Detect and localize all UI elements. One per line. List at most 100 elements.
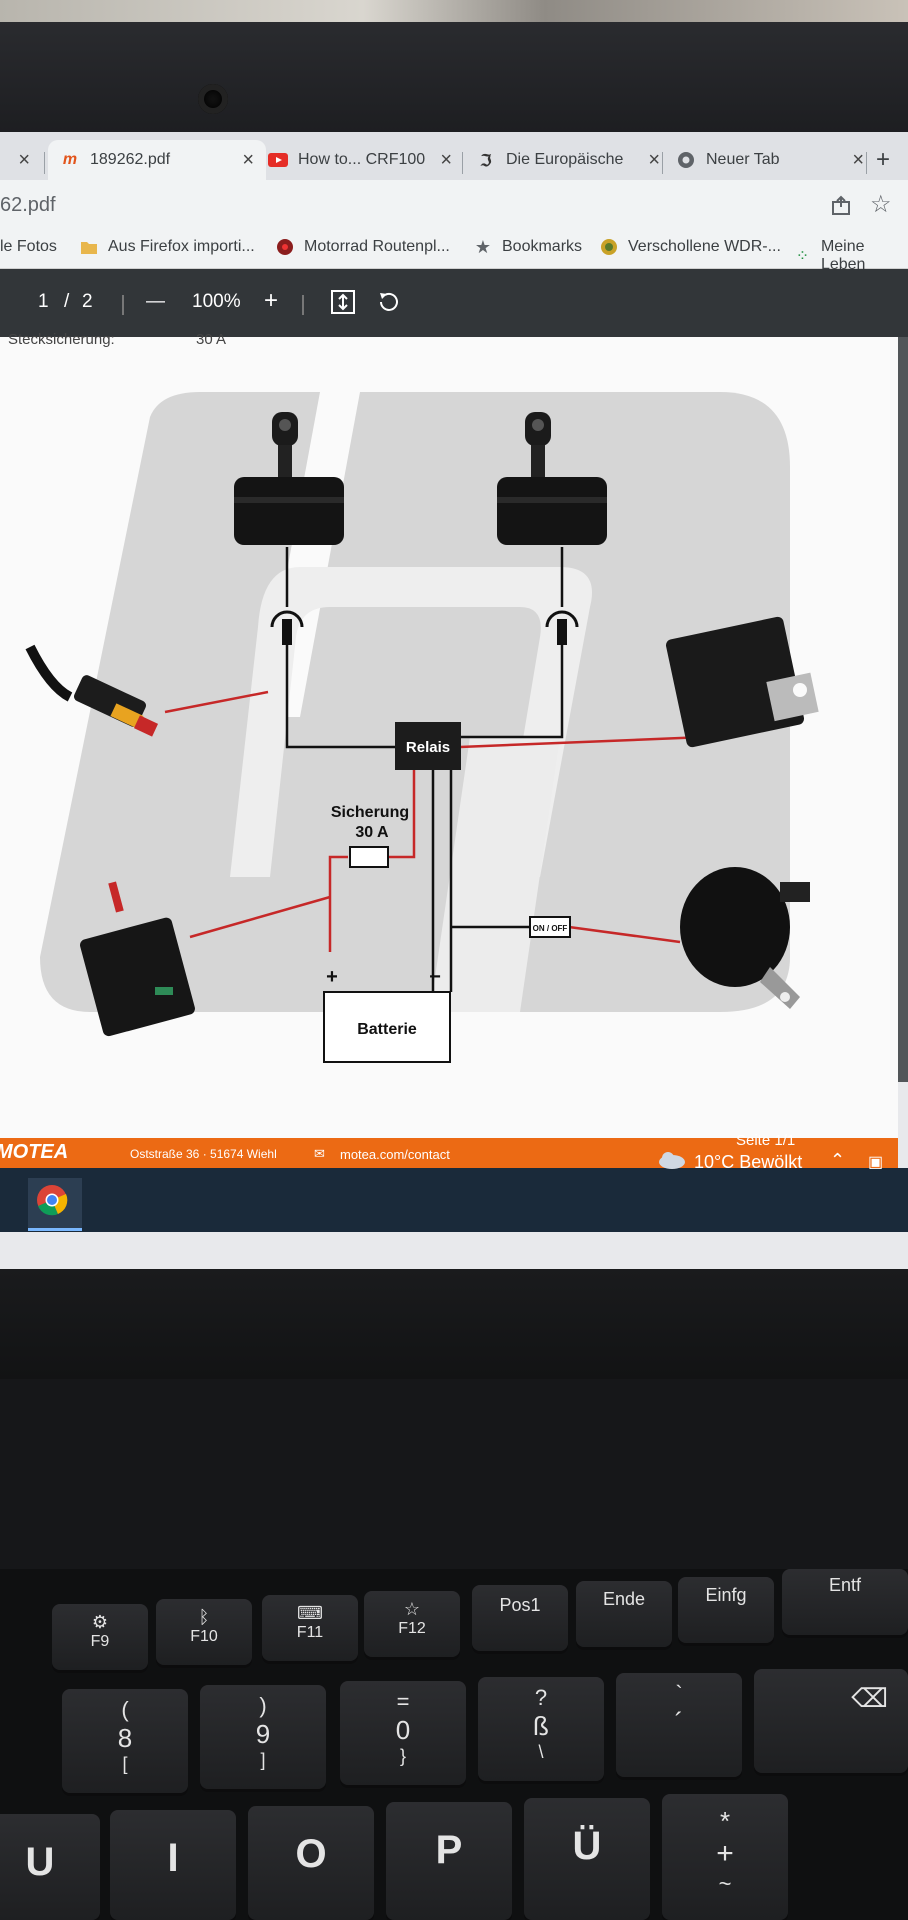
fog-lamp-right	[497, 412, 607, 545]
close-icon[interactable]: ×	[852, 148, 864, 171]
switch-label: ON / OFF	[533, 924, 568, 933]
key-o[interactable]: O	[248, 1806, 374, 1920]
relay-photo	[665, 616, 819, 748]
bookmark-bookmarks[interactable]: ★ Bookmarks	[474, 236, 583, 257]
battery-label: Batterie	[357, 1021, 417, 1038]
tab-europaeische[interactable]: ℑ Die Europäische ×	[464, 140, 672, 180]
page-number-input[interactable]: 1	[38, 291, 49, 312]
bookmark-motorrad[interactable]: Motorrad Routenpl...	[276, 238, 450, 256]
youtube-icon	[268, 151, 288, 169]
close-icon[interactable]: ×	[440, 148, 452, 171]
key-i[interactable]: I	[110, 1810, 236, 1920]
zoom-in-button[interactable]: +	[264, 287, 279, 314]
key-ende[interactable]: Ende	[576, 1581, 672, 1647]
tab-youtube[interactable]: How to... CRF100 ×	[256, 140, 464, 180]
tab-title: Neuer Tab	[706, 151, 780, 168]
plug-connector-photo	[25, 644, 159, 737]
battery-plus: +	[326, 966, 338, 988]
weather-label[interactable]: 10°C Bewölkt	[694, 1152, 803, 1172]
share-icon[interactable]	[830, 194, 852, 221]
dots-icon: ⁘	[795, 248, 810, 265]
url-input[interactable]: 62.pdf	[0, 194, 56, 216]
key-einfg[interactable]: Einfg	[678, 1577, 774, 1643]
key-pos1[interactable]: Pos1	[472, 1585, 568, 1651]
pdf-page: Stecksicherung: 30 A	[0, 331, 898, 1147]
star-icon[interactable]: ☆	[870, 191, 892, 218]
spec-label: Stecksicherung:	[8, 331, 115, 348]
mail-icon: ✉	[314, 1146, 325, 1161]
tab-title: Die Europäische	[506, 151, 624, 168]
backspace-icon: ⌫	[851, 1683, 888, 1713]
pdf-footer: MOTEA Oststraße 36 · 51674 Wiehl ✉ motea…	[0, 1132, 898, 1168]
close-icon[interactable]: ×	[18, 148, 30, 171]
bookmarks-bar: le Fotos Aus Firefox importi... Motorrad…	[0, 228, 908, 273]
footer-page: Seite 1/1	[736, 1132, 796, 1149]
tab-previous[interactable]: ×	[0, 140, 40, 180]
tab-title: How to... CRF100	[298, 151, 426, 168]
key-8[interactable]: (8[	[62, 1689, 188, 1793]
cloud-icon	[656, 1150, 686, 1175]
battery-box	[323, 991, 451, 1063]
key-backspace[interactable]: ⌫	[754, 1669, 908, 1773]
page-total: 2	[82, 291, 93, 312]
key-0[interactable]: =0}	[340, 1681, 466, 1785]
footer-contact[interactable]: motea.com/contact	[340, 1147, 450, 1162]
key-9[interactable]: )9]	[200, 1685, 326, 1789]
zoom-out-button[interactable]: —	[146, 291, 165, 312]
fuse-value: 30 A	[355, 824, 389, 841]
close-icon[interactable]: ×	[648, 148, 660, 171]
webcam	[198, 84, 228, 114]
rotate-icon[interactable]	[376, 289, 402, 321]
fuse-symbol	[349, 846, 389, 868]
screen: × m 189262.pdf × How to... CRF100 × ℑ Di…	[0, 132, 908, 1269]
fuse-label: Sicherung	[331, 804, 409, 821]
tab-new[interactable]: Neuer Tab ×	[664, 140, 876, 180]
bluetooth-icon: ᛒ	[198, 1607, 210, 1627]
brand-logo: MOTEA	[0, 1141, 69, 1163]
bookmark-leben[interactable]: ⁘ Meine Leben	[795, 238, 866, 273]
key-ue[interactable]: Ü	[524, 1798, 650, 1920]
background-room	[0, 0, 908, 26]
chrome-icon[interactable]	[36, 1184, 68, 1221]
key-accent[interactable]: `´	[616, 1673, 742, 1777]
zoom-level[interactable]: 100%	[192, 291, 241, 312]
bookmark-fotos[interactable]: le Fotos	[0, 238, 57, 255]
chrome-icon	[676, 151, 696, 169]
key-f11[interactable]: ⌨F11	[262, 1595, 358, 1661]
folder-icon	[80, 238, 98, 256]
key-f9[interactable]: ⚙F9	[52, 1604, 148, 1670]
fit-page-icon[interactable]	[330, 289, 356, 321]
close-icon[interactable]: ×	[242, 148, 254, 171]
key-plus[interactable]: *+~	[662, 1794, 788, 1920]
tab-bar: × m 189262.pdf × How to... CRF100 × ℑ Di…	[0, 132, 908, 180]
bookmark-firefox[interactable]: Aus Firefox importi...	[80, 238, 255, 256]
globe-icon	[600, 238, 618, 256]
tab-title: 189262.pdf	[90, 151, 171, 168]
new-tab-button[interactable]: +	[876, 146, 891, 173]
fog-lamp-left	[234, 412, 344, 545]
key-f12[interactable]: ☆F12	[364, 1591, 460, 1657]
relay-box	[395, 722, 461, 770]
route-icon	[276, 238, 294, 256]
battery-minus: −	[429, 966, 441, 988]
tab-pdf[interactable]: m 189262.pdf ×	[48, 140, 266, 180]
switch-photo	[680, 867, 810, 1009]
fuse-holder-photo	[80, 881, 195, 1037]
keyboard-icon: ⌨	[297, 1603, 323, 1623]
bookmark-wdr[interactable]: Verschollene WDR-...	[600, 238, 781, 256]
meet-icon[interactable]: ▣	[868, 1154, 884, 1171]
pdf-toolbar: 1 / 2 — 100% +	[0, 269, 908, 337]
switch-box	[529, 916, 571, 938]
chevron-up-icon[interactable]: ⌃	[830, 1150, 846, 1170]
key-entf[interactable]: Entf	[782, 1569, 908, 1635]
key-u[interactable]: U	[0, 1814, 100, 1920]
address-bar: 62.pdf ☆	[0, 180, 908, 230]
screen-bezel	[0, 22, 908, 134]
relay-label: Relais	[406, 739, 450, 756]
key-p[interactable]: P	[386, 1802, 512, 1920]
page-separator: /	[64, 291, 70, 312]
key-sz[interactable]: ?ß\	[478, 1677, 604, 1781]
gear-icon: ⚙	[91, 1612, 109, 1632]
